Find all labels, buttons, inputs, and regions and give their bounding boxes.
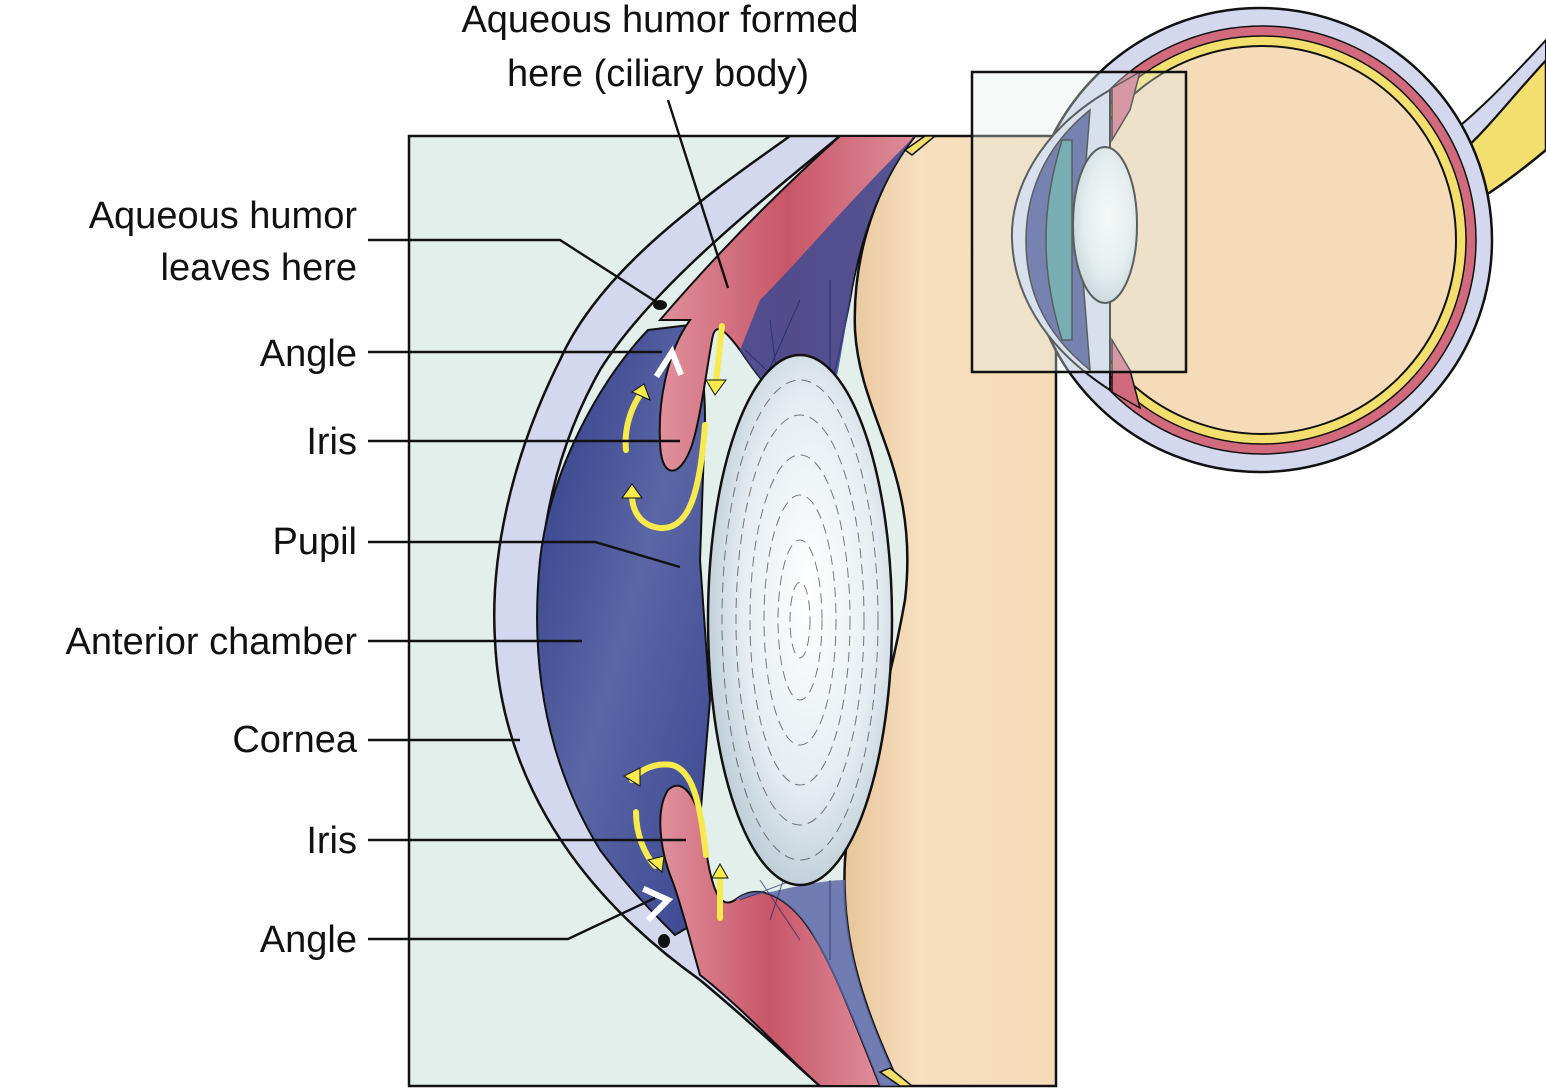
curved-yellow-arrow bbox=[629, 422, 708, 532]
arrowhead bbox=[622, 767, 641, 787]
inset-lens bbox=[1072, 146, 1138, 304]
label-leaves-line1: Aqueous humor bbox=[89, 195, 358, 237]
inset-zoom-box bbox=[970, 70, 1188, 374]
label-angle-bottom: Angle bbox=[260, 919, 357, 961]
leader-pupil bbox=[368, 540, 681, 569]
label-angle-top: Angle bbox=[260, 333, 357, 375]
leader-leaves bbox=[368, 238, 659, 305]
flow-arrowheads bbox=[621, 379, 729, 879]
label-anterior-chamber: Anterior chamber bbox=[66, 621, 358, 663]
label-leaves-line2: leaves here bbox=[161, 247, 357, 289]
leader-formed bbox=[666, 99, 730, 289]
label-iris-top: Iris bbox=[306, 421, 357, 463]
arrowhead bbox=[705, 379, 727, 396]
cornea-shape bbox=[493, 136, 872, 1086]
arrowhead bbox=[621, 483, 643, 499]
lens-shape bbox=[706, 353, 894, 887]
label-iris-bottom: Iris bbox=[306, 820, 357, 862]
leader-lines bbox=[368, 99, 730, 941]
inset-ciliary-body bbox=[1111, 70, 1142, 410]
leader-angle-bottom bbox=[368, 896, 656, 941]
label-cornea: Cornea bbox=[232, 719, 357, 761]
retina-strip-top bbox=[903, 136, 937, 156]
curved-yellow-arrow bbox=[622, 392, 643, 453]
arrowhead bbox=[630, 383, 651, 401]
label-pupil: Pupil bbox=[273, 521, 358, 563]
curved-yellow-arrow bbox=[629, 761, 709, 858]
white-chevron-icon bbox=[653, 345, 684, 379]
zonule-region-lower bbox=[735, 880, 900, 1086]
label-formed-line2: here (ciliary body) bbox=[507, 53, 809, 95]
label-formed-line1: Aqueous humor formed bbox=[461, 0, 858, 41]
retina-strip-bottom bbox=[878, 1067, 914, 1086]
lens-growth-rings bbox=[721, 379, 879, 861]
whole-eye-inset bbox=[970, 6, 1546, 474]
curved-yellow-arrow bbox=[713, 323, 725, 385]
inset-iris bbox=[1045, 139, 1073, 341]
arrowhead bbox=[646, 855, 665, 873]
labels: Aqueous humor formed here (ciliary body)… bbox=[66, 0, 859, 961]
zonule-region-upper bbox=[740, 136, 915, 425]
ciliary-body-lower-shape bbox=[659, 784, 882, 1086]
cross-section-panel bbox=[407, 134, 1058, 1088]
anterior-chamber-shape bbox=[536, 323, 712, 937]
arrowhead bbox=[711, 862, 729, 879]
drainage-canal-lower bbox=[658, 934, 670, 948]
white-chevron-icon bbox=[642, 886, 674, 923]
